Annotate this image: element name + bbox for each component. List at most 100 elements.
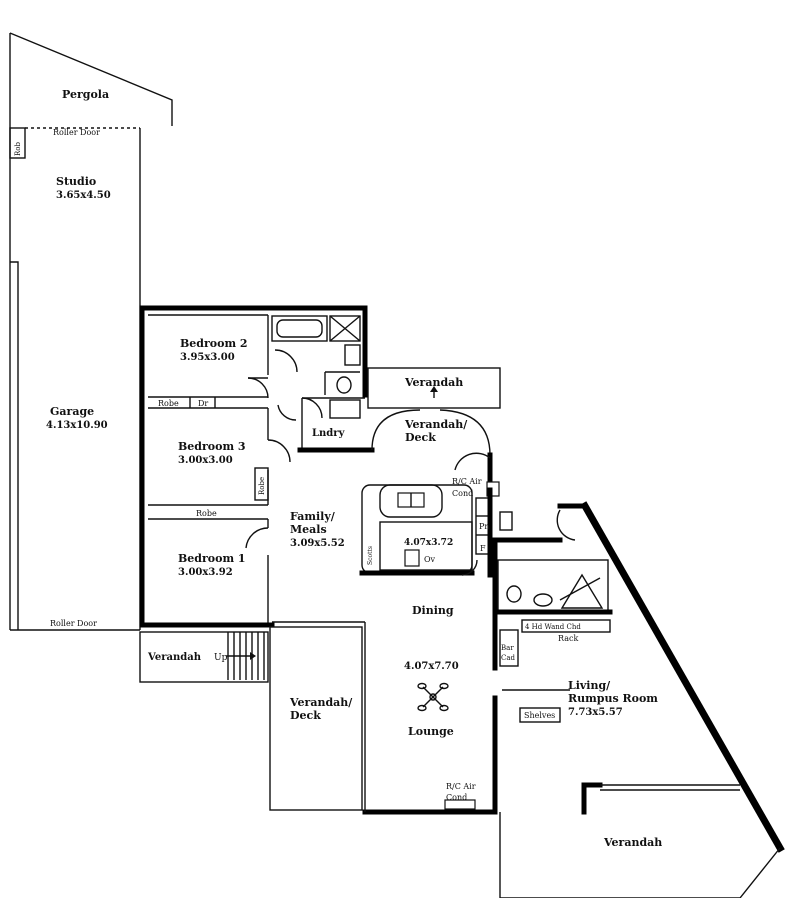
bar-stool-1 [506,585,522,603]
bed1-door-swing [245,527,269,549]
bed2-name: Bedroom 2 [180,337,248,350]
bed3-name: Bedroom 3 [178,440,246,453]
lounge-dims: 4.07x7.70 [404,661,459,672]
vanity [344,344,361,366]
laundry-label: Lndry [312,428,346,439]
kitchen-oven-label: Ov [424,555,436,564]
bathtub-inner [276,319,323,338]
living-door-swing [556,509,576,541]
bar-cupboard [499,629,519,667]
studio-dims: 3.65x4.50 [56,190,111,201]
kitchen-fridge-label: F [480,544,486,553]
oven [404,549,420,567]
lounge-area [362,487,563,815]
laundry-door-swing [301,397,323,419]
bedroom-wing [139,305,375,628]
verandah-up-label: Up [214,653,228,663]
rack-label: Rack [558,634,578,643]
up-arrow-icon [250,652,256,660]
laundry-tub [329,399,361,419]
garage-dims: 4.13x10.90 [46,420,108,431]
roller-door-bottom-label: Roller Door [50,619,97,628]
family-label-2: Meals [290,523,327,536]
rc-air-bottom-unit [444,799,476,810]
garage-inner-wall [10,261,19,630]
dining-label: Dining [412,604,454,617]
bar-label: Bar [501,644,514,652]
kitchen [359,484,513,576]
bed3-dims: 3.00x3.00 [178,455,233,466]
family-label-1: Family/ [290,510,336,523]
pergola-outline [9,32,173,126]
bed2-dims: 3.95x3.00 [180,352,235,363]
bath-door-swing [274,349,298,373]
pergola-label: Pergola [62,88,109,101]
bed1-name: Bedroom 1 [178,552,246,565]
verandah-bottom-edge [500,847,781,898]
studio-robe-label: Rob [14,142,22,156]
studio-robe [9,127,26,159]
bed3-robe [254,467,269,501]
kitchen-core [379,521,473,571]
living-south-corner [581,782,603,815]
bed3-door-swing [267,439,291,463]
verandah-bottom-label: Verandah [603,836,662,849]
fridge-icon [499,511,513,531]
toilet [336,376,352,394]
deck-edge-right [439,409,491,456]
verandah-top [367,367,501,409]
kitchen-pantry-label: Pn [479,522,490,531]
rack-shelf [521,619,611,633]
living-wing [495,501,785,898]
garage-name: Garage [50,405,94,418]
shelves-unit [519,707,561,723]
living-label-2: Rumpus Room [568,692,658,705]
west-verandahs [139,626,363,811]
rack-labels: 4 Hd Wand Chd [525,623,581,631]
rc-air-top-label-2: Cond [452,489,473,498]
bed2-door-swing [247,377,269,399]
verandah-arrow-icon [430,386,438,392]
roller-door-top-label: Roller Door [53,128,100,137]
lounge-label: Lounge [408,725,454,738]
bed1-dims: 3.00x3.92 [178,567,233,578]
cad-label: Cad [501,654,516,662]
rc-air-bottom-label-1: R/C Air [446,782,476,791]
spa-line [559,577,601,601]
bathtub [271,315,328,342]
shelves-label: Shelves [524,711,555,720]
deck-door-swing [454,452,491,471]
shower [329,315,361,342]
bed1-robe-label: Robe [196,509,217,518]
verandah-left-label: Verandah [147,652,202,663]
family-dims: 3.09x5.52 [290,538,345,549]
deck-edge-left [371,409,421,451]
verandah-deck-top-label-2: Deck [405,431,436,444]
rc-air-top-label-1: R/C Air [452,477,482,486]
bar-stool-2 [533,593,553,607]
bed3-robe-label: Robe [258,477,266,495]
kitchen-dims: 4.07x3.72 [404,538,453,548]
garage-wing [9,32,173,631]
pantry-door-swing [461,559,478,576]
verandah-deck-mid-label-2: Deck [290,709,321,722]
verandah-deck-top-label-1: Verandah/ [404,418,468,431]
living-label-1: Living/ [568,679,611,692]
verandah-deck-mid-label-1: Verandah/ [289,696,353,709]
verandah-deck-mid [269,626,363,811]
verandah-top-label: Verandah [404,376,463,389]
kitchen-island [379,484,443,518]
ceiling-fan-icon [417,682,449,712]
bed2-dr-label: Dr [198,399,208,408]
spa-corner [560,573,604,609]
rc-air-bottom-label-2: Cond [446,793,467,802]
shower-x2 [329,315,361,342]
studio-name: Studio [56,175,96,188]
bed2-robe-label: Robe [158,399,179,408]
living-dims: 7.73x5.57 [568,707,623,718]
kitchen-sfx-label: Scotts [367,546,374,565]
verandah-left [139,631,269,683]
hall-door-swing [277,404,297,421]
living-angled-wall [580,501,785,853]
